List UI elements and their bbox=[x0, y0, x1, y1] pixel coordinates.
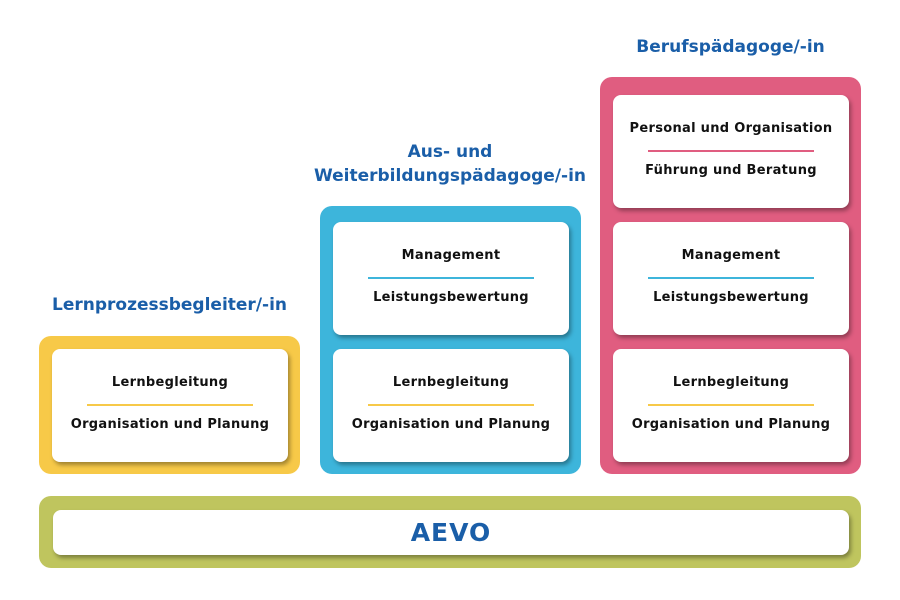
level2-title: Aus- und Weiterbildungspädagoge/-in bbox=[300, 140, 600, 188]
card-top-label: Management bbox=[681, 248, 781, 263]
card-top-label: Lernbegleitung bbox=[392, 375, 510, 390]
card-bottom-label: Führung und Beratung bbox=[645, 163, 817, 178]
card-personal: Personal und Organisation Führung und Be… bbox=[613, 95, 849, 208]
card-bottom-label: Leistungsbewertung bbox=[373, 290, 529, 305]
card-bottom-label: Organisation und Planung bbox=[351, 417, 551, 432]
base-label: AEVO bbox=[410, 518, 492, 547]
divider bbox=[648, 150, 814, 152]
divider bbox=[648, 277, 814, 279]
level2-title-line2: Weiterbildungspädagoge/-in bbox=[313, 166, 587, 186]
card-lernbegleitung: Lernbegleitung Organisation und Planung bbox=[333, 349, 569, 462]
divider bbox=[368, 277, 534, 279]
card-lernbegleitung: Lernbegleitung Organisation und Planung bbox=[613, 349, 849, 462]
card-top-label: Personal und Organisation bbox=[629, 121, 833, 136]
level3-title: Berufspädagoge/-in bbox=[636, 37, 825, 57]
level2-title-line1: Aus- und bbox=[407, 142, 493, 162]
card-bottom-label: Leistungsbewertung bbox=[653, 290, 809, 305]
card-bottom-label: Organisation und Planung bbox=[631, 417, 831, 432]
card-top-label: Lernbegleitung bbox=[672, 375, 790, 390]
card-top-label: Lernbegleitung bbox=[111, 375, 229, 390]
divider bbox=[368, 404, 534, 406]
card-management: Management Leistungsbewertung bbox=[613, 222, 849, 335]
divider bbox=[648, 404, 814, 406]
level1-title: Lernprozessbegleiter/-in bbox=[51, 295, 288, 315]
divider bbox=[87, 404, 253, 406]
card-management: Management Leistungsbewertung bbox=[333, 222, 569, 335]
card-lernbegleitung: Lernbegleitung Organisation und Planung bbox=[52, 349, 288, 462]
card-top-label: Management bbox=[401, 248, 501, 263]
card-bottom-label: Organisation und Planung bbox=[70, 417, 270, 432]
base-card: AEVO bbox=[53, 510, 849, 555]
